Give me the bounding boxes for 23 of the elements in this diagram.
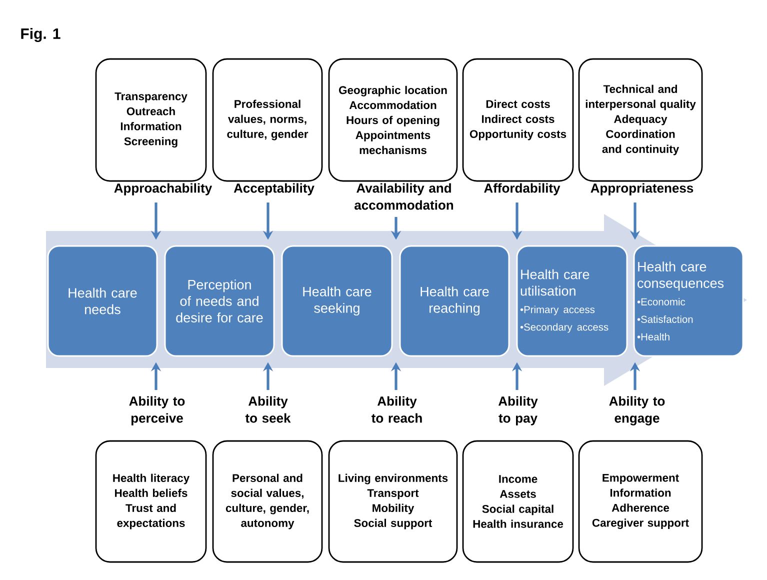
dimension-label: Acceptability (234, 183, 314, 196)
factor-box: Living environments Transport Mobility Social support (328, 440, 458, 563)
ability-label: Ability to perceive (129, 396, 185, 426)
dimension-label: Appropriateness (590, 183, 694, 196)
factor-box: Empowerment Information Adherence Caregiver support (578, 440, 703, 563)
ability-label: Ability to reach (372, 396, 422, 423)
dimension-label: Affordability (484, 183, 560, 196)
ability-label: Ability to seek (245, 396, 291, 423)
figure-title: Fig. 1 (21, 28, 60, 42)
factor-box: Geographic location Accommodation Hours of opening Appointments mechanisms (328, 58, 458, 182)
factor-box: Personal and social values, culture, gender, autonomy (212, 440, 323, 563)
dimension-label: Approachability (114, 183, 212, 196)
factor-box: Income Assets Social capital Health insurance (462, 440, 574, 563)
factor-box: Direct costs Indirect costs Opportunity costs (462, 58, 574, 182)
stage-box: Health care consequences •Economic •Satisfaction •Health (633, 245, 744, 357)
stage-box: Health care utilisation •Primary access •Secondary access (516, 245, 628, 357)
dimension-label: Availability and accommodation (354, 183, 454, 210)
factor-box: Health literacy Health beliefs Trust and expectations (95, 440, 207, 563)
factor-box: Technical and interpersonal quality Adequacy Coordination and continuity (578, 58, 703, 182)
factor-box: Professional values, norms, culture, gender (212, 58, 323, 182)
ability-label: Ability to engage (609, 396, 665, 426)
ability-label: Ability to pay (498, 396, 538, 426)
factor-box: Transparency Outreach Information Screening (95, 58, 207, 182)
